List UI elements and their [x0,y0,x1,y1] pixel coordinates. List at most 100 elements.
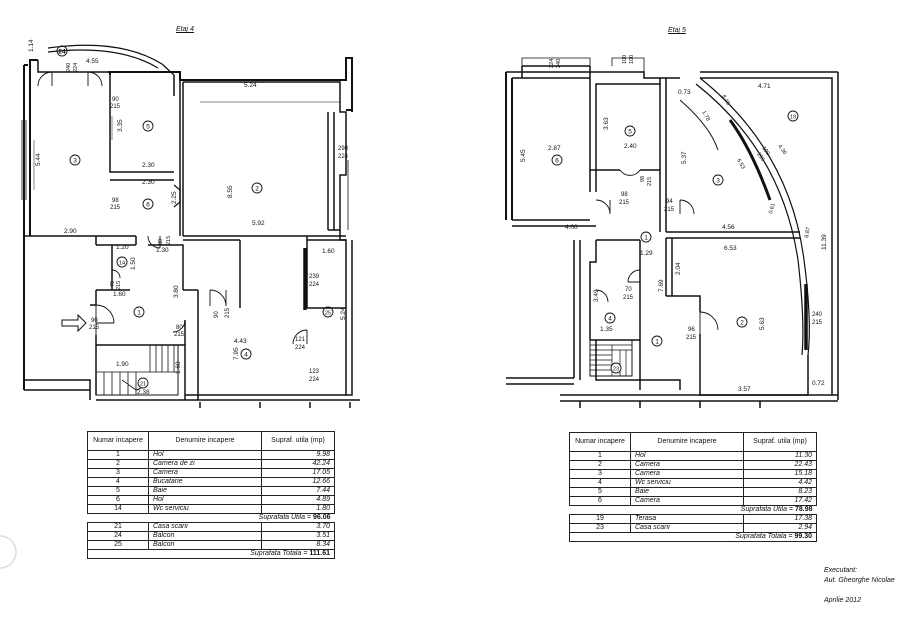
door-label: 215 [619,200,630,206]
credits-date: Aprilie 2012 [824,597,861,604]
room-tag-3: 3 [69,154,81,166]
room-tag-3: 3 [712,174,724,186]
stair-steps [590,344,632,376]
dim-label: 6.53 [724,245,737,252]
room-tag-24: 24 [56,45,68,57]
credits-author: Aut. Gheorghe Nicolae [824,577,895,584]
dim-label: 5.45 [520,149,527,162]
dim-label: 4.56 [722,224,735,231]
door-label: 224 [295,345,306,351]
total-row: Suprafata Totala = 111.61 [87,549,335,559]
column-header: Supraf. utila (mp) [261,431,335,451]
wall [521,65,591,73]
room-tag-21: 21 [137,377,149,389]
door-swing [37,71,103,87]
door-label: 215 [89,325,100,331]
wall [173,184,181,208]
wall [109,75,181,236]
curved-wall-window [728,119,772,201]
dim-label: 1.78 [700,110,711,122]
svg-text:14: 14 [119,261,125,267]
wall [182,82,308,308]
door-swing [595,289,609,303]
wall [589,239,641,390]
wall [700,71,839,400]
door-label: 100 [760,146,770,157]
column-header: Numar incapere [569,432,631,452]
door-label: 90 [91,318,98,324]
wall [108,57,353,112]
wall [29,60,111,236]
credits-role: Executant: [824,567,858,574]
room-tag-1: 1 [640,231,652,243]
wall [666,295,809,396]
dim-label: 2.25 [171,191,178,204]
dim-label: 11.39 [821,234,828,250]
door-swing [679,199,695,215]
door-label: 224 [549,59,555,68]
door-label: 215 [225,307,231,318]
room-tag-4: 4 [604,312,616,324]
labels-etaj-4: 24 5 3 2 6 14 1 25 4 21 1.14 4.55 5.24 5… [28,39,349,396]
dim-label: 4.36 [776,144,787,156]
dim-label: 7.95 [233,347,240,360]
door-label: 215 [755,152,765,163]
dim-label: 7.69 [658,279,665,292]
dim-label: 2.30 [142,179,155,186]
column-header: Supraf. utila (mp) [743,432,817,452]
wall [512,170,597,227]
svg-text:19: 19 [790,115,796,121]
door-swing [699,311,719,334]
door-label: 100 [622,55,628,64]
wall [506,240,581,385]
room-tag-6: 6 [142,198,154,210]
dim-label: 5.24 [244,82,257,89]
door-label: 98 [112,198,119,204]
wall [659,78,667,232]
floor-plan-etaj-4 [21,44,360,408]
door-label: 215 [110,104,121,110]
door-label: 215 [166,236,172,245]
svg-text:1: 1 [644,235,648,242]
stair-steps [96,345,178,395]
curved-wall [695,83,804,356]
dim-label: 1.60 [175,361,182,374]
door-label: 215 [686,335,697,341]
dim-label: 1.60 [322,248,335,255]
svg-text:1: 1 [655,339,659,346]
dim-label: 5.63 [759,317,766,330]
dim-label: 4.43 [234,338,247,345]
dim-label: 1.35 [600,326,613,333]
room-tag-2: 2 [251,182,263,194]
svg-text:21: 21 [140,382,146,388]
door-label: 123 [309,369,320,375]
curved-wall [699,77,810,356]
wall [506,71,680,79]
room-tag-19: 19 [787,110,799,122]
column-header: Numar incapere [87,431,149,451]
door-label: 215 [623,295,634,301]
dimension-line [33,101,340,190]
balcony [521,57,645,72]
dim-label: 3.35 [117,119,124,132]
subtotal-row: Suprafata Utila = 78.98 [569,505,817,515]
door-label: 215 [664,207,675,213]
room-table-etaj-4: Numar incapere Denumire incapere Supraf.… [87,431,335,559]
svg-text:2: 2 [740,320,744,327]
door-swing [627,269,641,283]
dim-label: 4.00 [565,224,578,231]
room-tag-25: 25 [322,306,334,318]
door-label: 121 [295,337,306,343]
wall [96,399,360,408]
svg-text:6: 6 [555,158,559,165]
door-swing [595,169,641,215]
door-label: 98 [621,192,628,198]
